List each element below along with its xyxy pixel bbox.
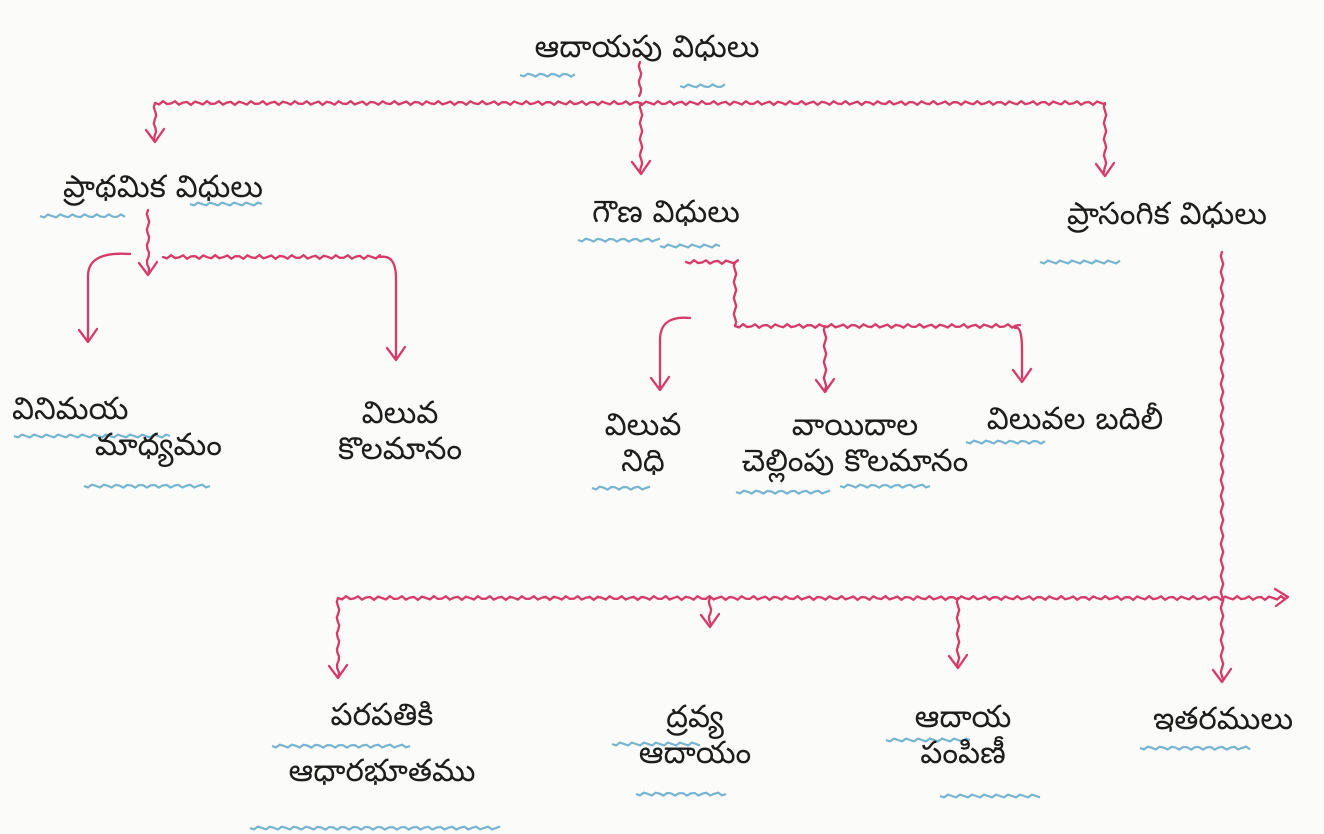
edge-contingent-to-liquidity (707, 596, 713, 626)
underline-medium-a (13, 433, 171, 439)
node-income-distribution: ఆదాయ పంపిణీ (868, 699, 1058, 771)
underline-secondary-a (577, 237, 661, 243)
arrowhead-primary-stem (137, 260, 159, 277)
edge-primary-stem (145, 208, 151, 274)
underline-others (1139, 745, 1251, 751)
node-deferred-payment-line-1: వాయిదాల (791, 407, 919, 443)
underline-root-a (519, 72, 576, 78)
node-medium-exchange: వినిమయ మాధ్యమం (6, 391, 226, 463)
underline-medium-b (83, 483, 211, 489)
edge-secondary-stem (732, 260, 738, 328)
underline-liquidity-b (635, 791, 727, 797)
arrowhead-contingent (1094, 161, 1116, 178)
arrowhead-others (1211, 667, 1233, 684)
edge-primary-to-medium (86, 252, 132, 342)
node-deferred-payment: వాయిదాల చెల్లింపు కొలమానం (720, 407, 990, 479)
node-income-distribution-line-2: పంపిణీ (920, 734, 1006, 771)
arrowhead-store-value (649, 375, 671, 392)
edge-root-to-secondary (638, 101, 644, 174)
node-transfer-value-line-1: విలువల బదిలీ (986, 401, 1164, 437)
edge-secondary-to-transfer (1013, 326, 1024, 380)
edge-contingent-to-credit (335, 596, 341, 678)
underline-secondary-b (659, 243, 721, 249)
underline-store (591, 485, 651, 491)
underline-transfer (965, 439, 1046, 445)
underline-primary-b (189, 201, 263, 207)
underline-liquidity-a (611, 741, 701, 747)
node-store-value-line-1: విలువ (604, 407, 682, 443)
node-medium-exchange-line-2: మాధ్యమం (94, 426, 222, 463)
arrowhead-secondary (630, 159, 652, 176)
node-others-line-1: ఇతరములు (1152, 701, 1294, 737)
node-store-value: విలువ నిధి (578, 407, 708, 479)
node-root-line-1: ఆదాయపు విధులు (534, 29, 760, 65)
node-credit-basis: పరపతికి ఆధారభూతము (232, 697, 532, 789)
arrowhead-liquidity (699, 612, 721, 629)
node-others: ఇతరములు (1128, 701, 1318, 738)
underline-deferred-a (735, 489, 831, 495)
node-measure-value-line-1: విలువ (361, 395, 439, 431)
arrowhead-bar-end (1273, 587, 1290, 608)
arrowhead-measure-value (385, 345, 407, 362)
node-secondary: గౌణ విధులు (566, 194, 766, 231)
node-medium-exchange-line-1: వినిమయ (12, 391, 129, 427)
node-liquidity-line-2: ఆదాయం (638, 734, 752, 771)
edge-root-to-contingent (1102, 101, 1108, 174)
arrowhead-primary (144, 127, 166, 144)
node-root: ఆదాయపు విధులు (512, 29, 782, 66)
node-primary: ప్రాథమిక విధులు (28, 169, 298, 206)
node-measure-value: విలువ కొలమానం (320, 395, 480, 467)
arrowhead-medium-exchange (77, 327, 99, 344)
edge-secondary-top (684, 258, 740, 266)
arrowhead-credit-basis (327, 663, 349, 680)
underline-layer (13, 72, 1251, 831)
connector-layer (77, 60, 1290, 684)
edge-primary-to-measure (378, 255, 398, 360)
underline-primary-a (39, 213, 126, 219)
node-credit-basis-line-2: ఆధారభూతము (288, 752, 476, 789)
edge-secondary-bar (733, 322, 1022, 330)
arrowhead-transfer-value (1011, 367, 1033, 384)
node-measure-value-line-2: కొలమానం (337, 430, 463, 467)
underline-distribution-a (885, 737, 971, 743)
edge-secondary-to-store (658, 316, 692, 390)
node-transfer-value: విలువల బదిలీ (955, 401, 1195, 438)
node-contingent-line-1: ప్రాసంగిక విధులు (1067, 196, 1267, 232)
edge-root-bar (153, 99, 1107, 107)
arrowhead-income-distribution (947, 653, 969, 670)
edge-contingent-bar (336, 594, 1287, 602)
node-liquidity: ద్రవ్య ఆదాయం (600, 699, 790, 771)
arrowhead-deferred-payment (814, 377, 836, 394)
edge-contingent-stem (1219, 250, 1225, 682)
node-contingent: ప్రాసంగిక విధులు (1022, 196, 1312, 233)
edge-secondary-to-deferred (822, 324, 828, 392)
edge-contingent-to-distribution (955, 596, 961, 668)
node-primary-line-1: ప్రాథమిక విధులు (62, 169, 264, 205)
underline-deferred-b (839, 483, 931, 489)
node-income-distribution-line-1: ఆదాయ (914, 699, 1012, 735)
edge-primary-bar (161, 253, 382, 261)
underline-distribution-b (939, 793, 1041, 799)
underline-root-b (679, 83, 726, 89)
node-credit-basis-line-1: పరపతికి (330, 697, 434, 733)
node-store-value-line-2: నిధి (621, 442, 665, 479)
edge-root-stem (637, 60, 643, 98)
node-liquidity-line-1: ద్రవ్య (666, 699, 724, 735)
underline-contingent (1039, 259, 1121, 265)
underline-credit-a (271, 743, 411, 749)
underline-credit-b (249, 825, 501, 831)
edge-root-to-primary (152, 101, 158, 142)
node-deferred-payment-line-2: చెల్లింపు కొలమానం (741, 442, 969, 479)
node-secondary-line-1: గౌణ విధులు (592, 194, 740, 230)
